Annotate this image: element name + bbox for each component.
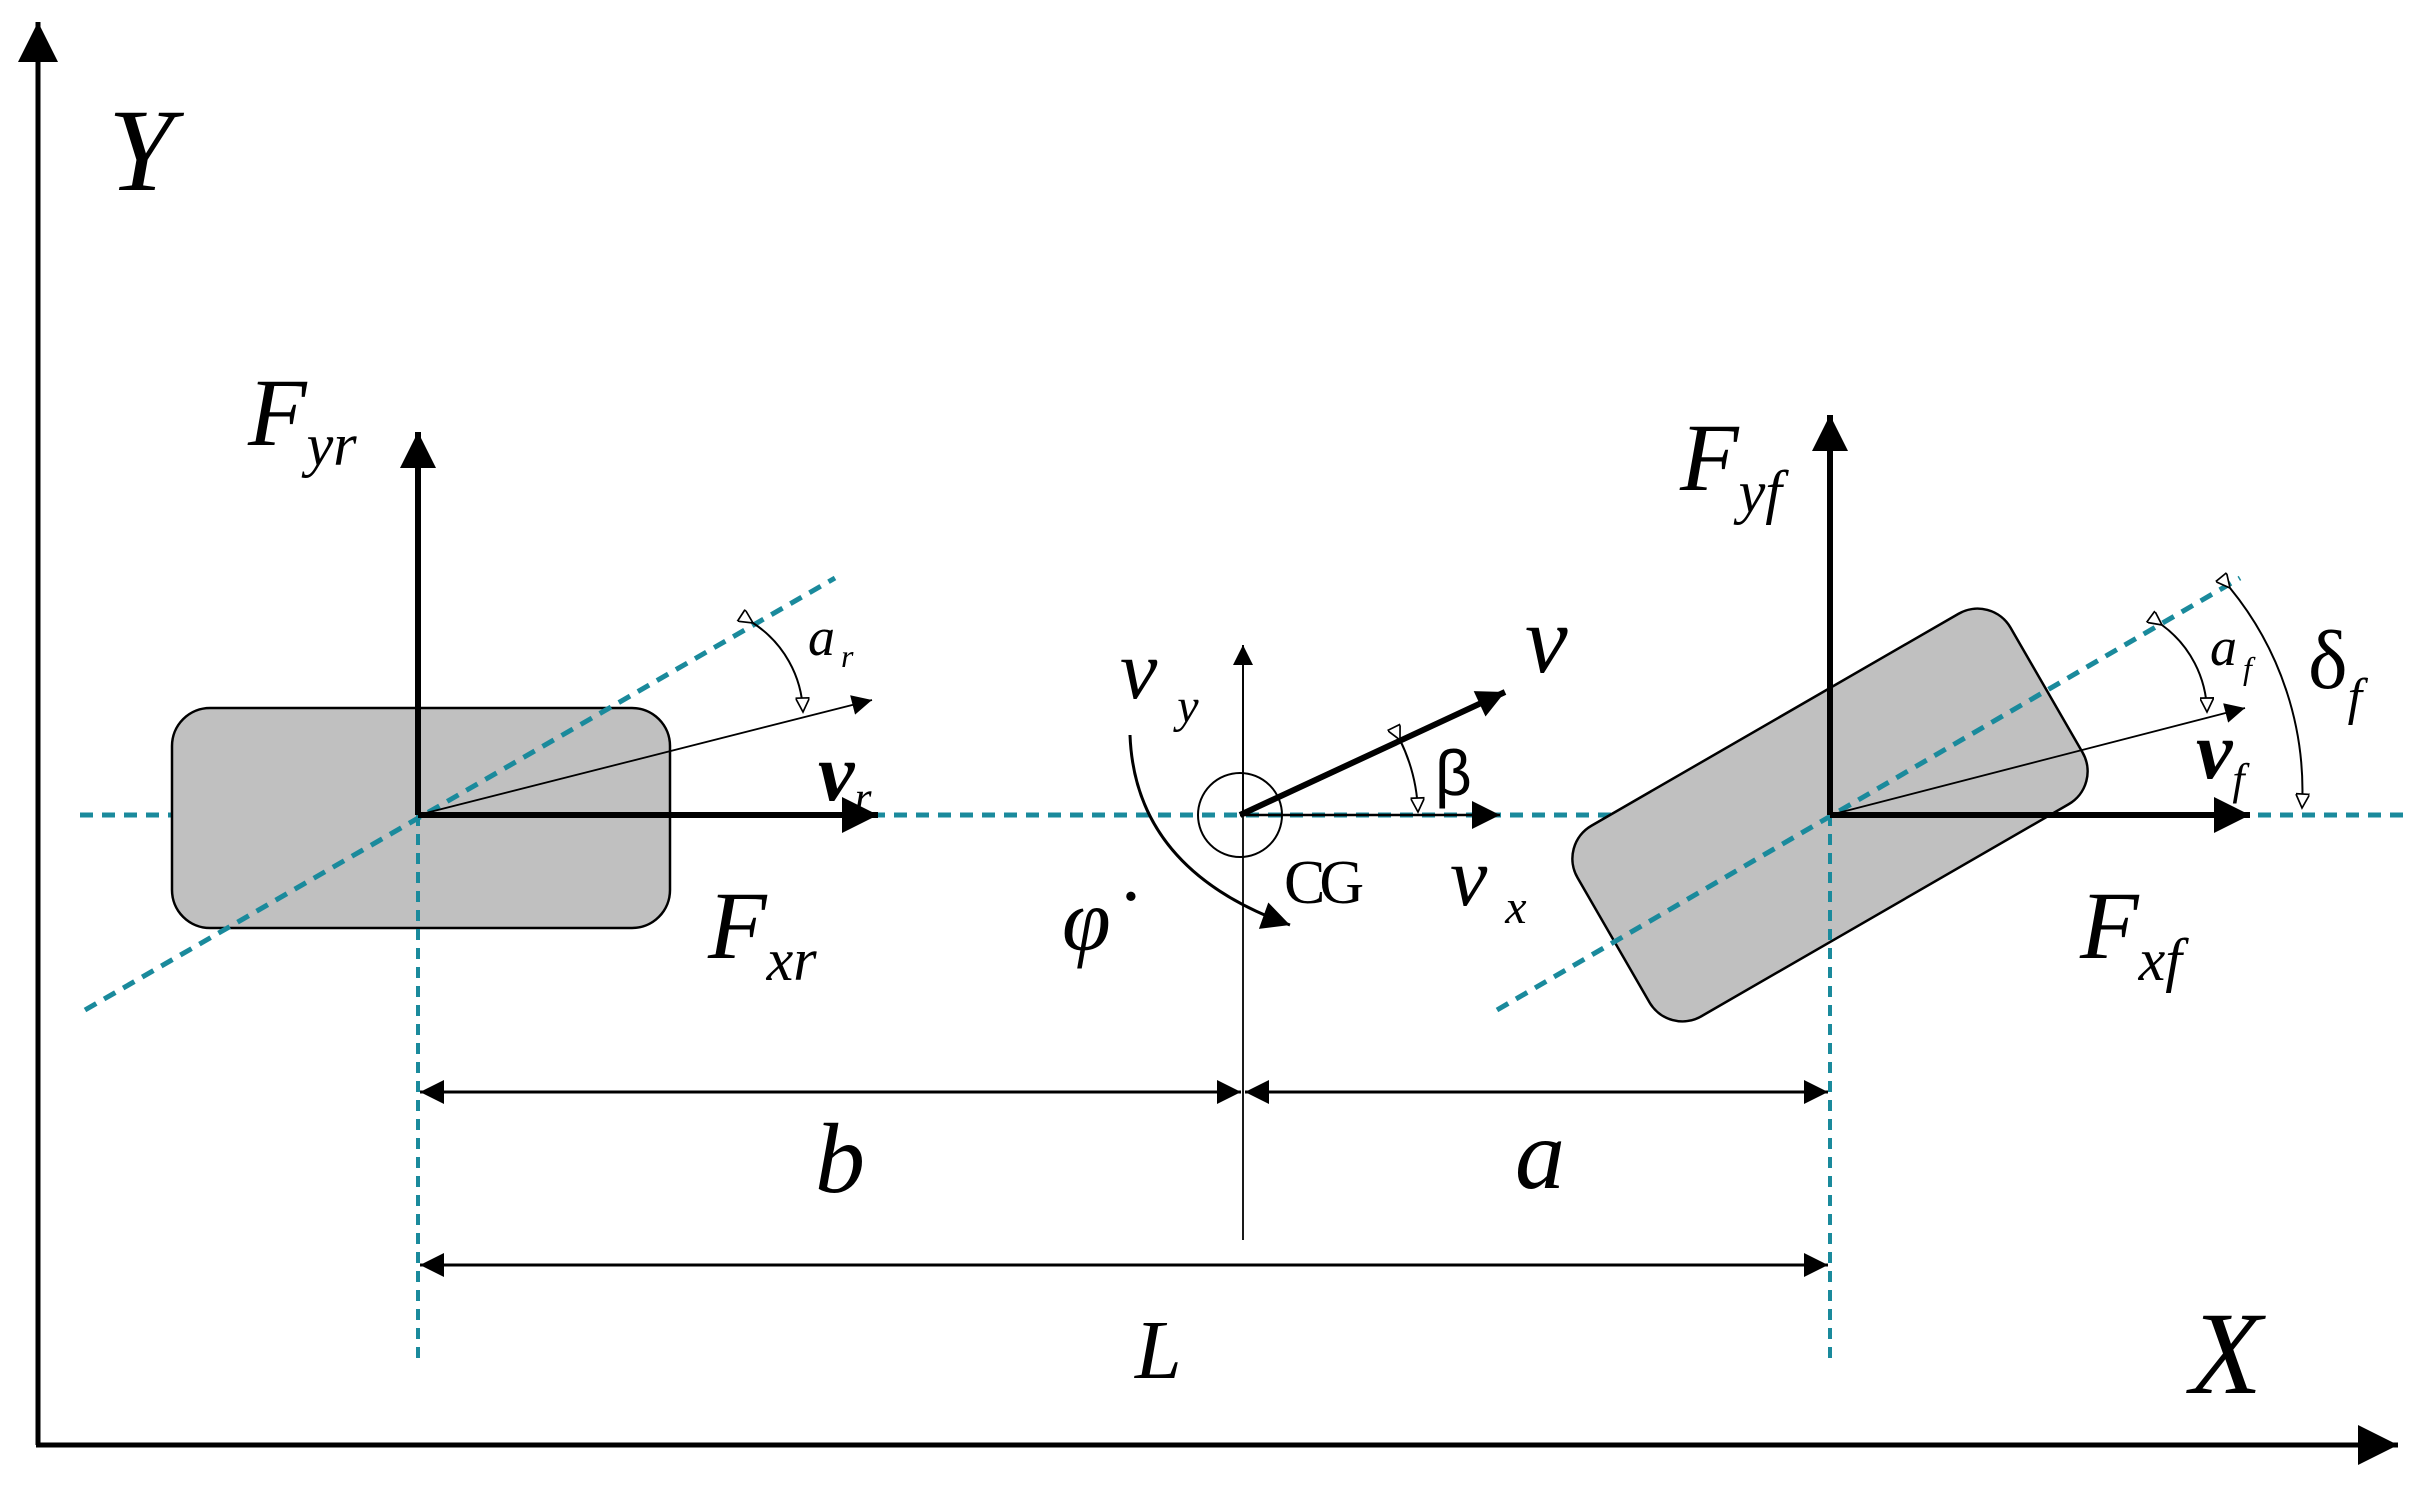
x-axis-label: X (2186, 1288, 2266, 1419)
front-longitudinal-force-label: Fxf (2079, 872, 2189, 993)
sideslip-angle-arc (1400, 740, 1418, 812)
front-steer-angle-arc (2230, 588, 2302, 808)
rear-velocity-arrow (417, 695, 873, 816)
sideslip-angle-label: β (1435, 737, 1472, 809)
front-steer-angle-label: δf (2308, 614, 2369, 726)
yaw-rate-arc (1128, 734, 1291, 929)
y-axis-label: Y (108, 85, 185, 216)
front-slip-angle-arc (2162, 625, 2207, 712)
rear-slip-angle-arc (753, 623, 803, 712)
yaw-rate-label: φ̇ (1062, 873, 1136, 970)
distance-b-label: b (815, 1103, 865, 1214)
wheelbase-L-label: L (1134, 1304, 1182, 1397)
rear-lateral-force-label: Fyr (247, 359, 357, 478)
vehicle-velocity-label: v (1525, 586, 1568, 693)
rear-longitudinal-force-label: Fxr (707, 872, 817, 993)
rear-velocity-label: vr (818, 727, 872, 822)
front-velocity-label: vf (2196, 705, 2250, 804)
center-of-gravity-label: CG (1284, 849, 1362, 917)
front-slip-direction-line (1495, 575, 2242, 1013)
rear-slip-direction-line (83, 575, 837, 1013)
front-velocity-arrow (1829, 703, 2246, 816)
distance-a-label: a (1515, 1099, 1565, 1210)
front-lateral-force-label: Fyf (1679, 404, 1789, 525)
vehicle-velocity-arrow (1238, 689, 1507, 818)
